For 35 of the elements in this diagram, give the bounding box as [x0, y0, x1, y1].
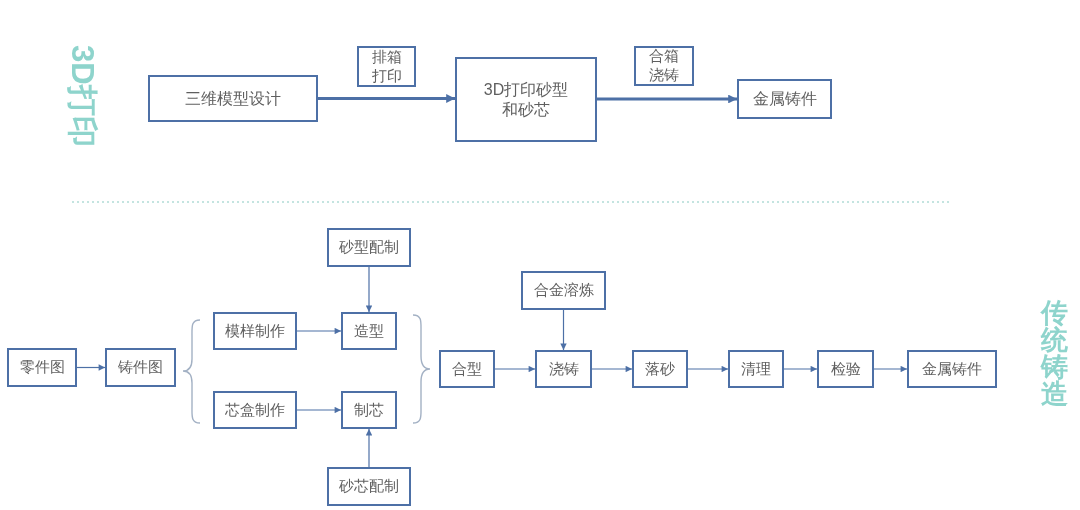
arrow	[296, 327, 342, 335]
arrow	[494, 365, 536, 373]
arrow	[597, 94, 737, 104]
process-box: 制芯	[341, 391, 397, 429]
arrow	[873, 365, 908, 373]
process-box: 零件图	[7, 348, 77, 387]
process-box: 金属铸件	[907, 350, 997, 388]
arrow	[296, 406, 342, 414]
process-box: 模样制作	[213, 312, 297, 350]
process-box: 铸件图	[105, 348, 176, 387]
process-box: 检验	[817, 350, 874, 388]
arrow	[783, 365, 818, 373]
process-box: 落砂	[632, 350, 688, 388]
process-box: 合金溶炼	[521, 271, 606, 310]
arrow	[318, 94, 455, 103]
arrow	[591, 365, 633, 373]
arrow	[76, 364, 106, 371]
note-box: 合箱浇铸	[634, 46, 694, 86]
process-box: 清理	[728, 350, 784, 388]
arrow	[365, 266, 373, 313]
process-box: 芯盒制作	[213, 391, 297, 429]
arrow	[560, 309, 567, 351]
process-box: 合型	[439, 350, 495, 388]
vertical-heading: 3D打印	[67, 45, 98, 147]
note-box: 排箱打印	[357, 46, 416, 87]
process-box: 三维模型设计	[148, 75, 318, 122]
process-box: 3D打印砂型和砂芯	[455, 57, 597, 142]
process-box: 砂芯配制	[327, 467, 411, 506]
process-box: 造型	[341, 312, 397, 350]
process-box: 金属铸件	[737, 79, 832, 119]
arrow	[365, 428, 373, 468]
process-box: 浇铸	[535, 350, 592, 388]
vertical-heading: 传统铸造	[1041, 300, 1068, 408]
arrow	[687, 365, 729, 373]
process-box: 砂型配制	[327, 228, 411, 267]
